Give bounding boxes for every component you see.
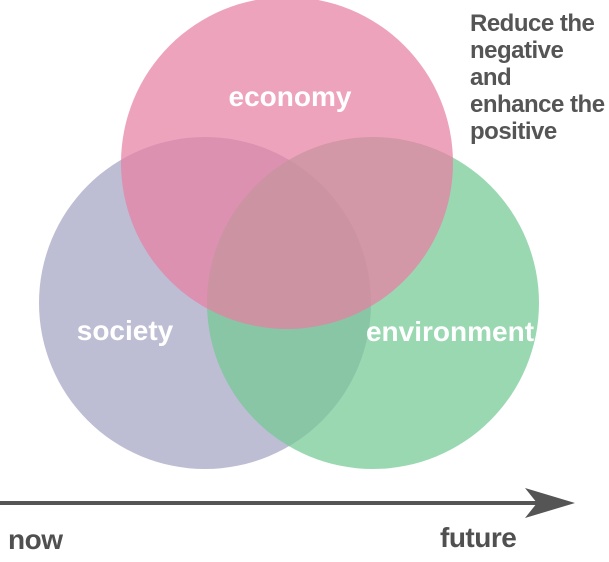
axis-end-label: future	[440, 522, 517, 553]
circle-group	[39, 0, 539, 469]
environment-label: environment	[366, 316, 534, 347]
society-label: society	[77, 315, 174, 346]
economy-circle	[121, 0, 453, 329]
axis-start-label: now	[8, 524, 63, 555]
tagline-text: Reduce the negative and enhance the posi…	[470, 10, 605, 145]
economy-label: economy	[229, 81, 352, 112]
time-arrow	[0, 488, 575, 518]
time-arrow-head	[525, 488, 575, 518]
